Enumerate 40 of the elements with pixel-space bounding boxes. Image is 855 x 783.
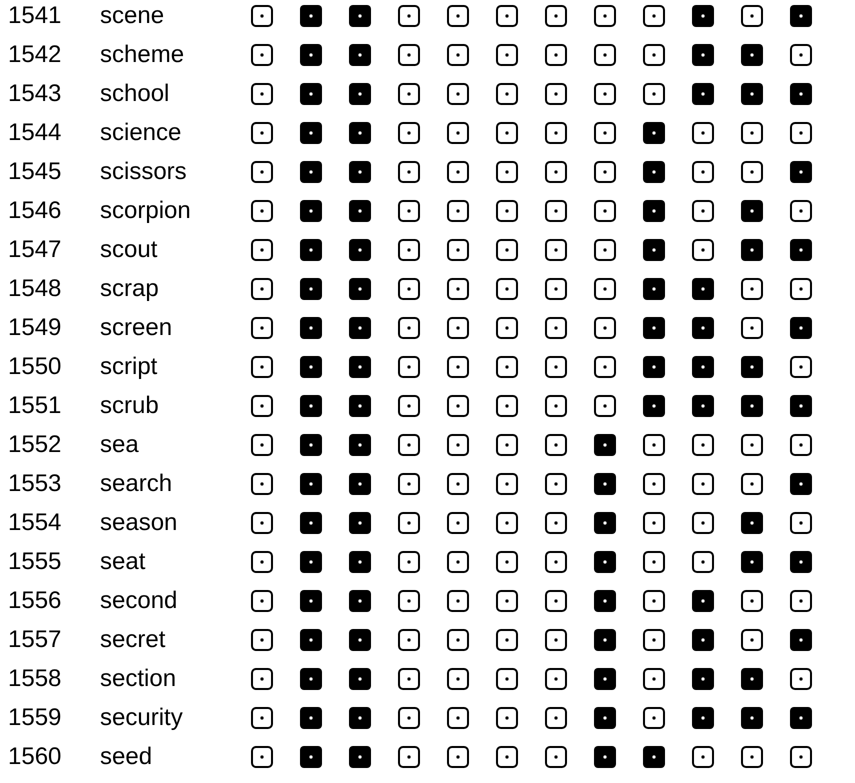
row-number: 1544 (8, 119, 62, 147)
word: sea (100, 431, 139, 459)
word: script (100, 353, 158, 381)
row-number: 1546 (8, 197, 62, 225)
word: section (100, 665, 176, 693)
word: school (100, 80, 170, 108)
row-number: 1541 (8, 2, 62, 30)
word: security (100, 704, 183, 732)
row-number: 1549 (8, 314, 62, 342)
row-number: 1548 (8, 275, 62, 303)
word: search (100, 470, 172, 498)
word: season (100, 509, 178, 537)
row-number: 1550 (8, 353, 62, 381)
word: scout (100, 236, 158, 264)
row-number: 1547 (8, 236, 62, 264)
word: secret (100, 626, 166, 654)
row-number: 1558 (8, 665, 62, 693)
word: scene (100, 2, 164, 30)
word: scissors (100, 158, 187, 186)
row-number: 1552 (8, 431, 62, 459)
row-number: 1555 (8, 548, 62, 576)
word: scrap (100, 275, 159, 303)
row-number: 1545 (8, 158, 62, 186)
word: scorpion (100, 197, 191, 225)
row-number: 1551 (8, 392, 62, 420)
word: second (100, 587, 178, 615)
row-number: 1560 (8, 743, 62, 771)
row-number: 1557 (8, 626, 62, 654)
row-number: 1559 (8, 704, 62, 732)
row-number: 1553 (8, 470, 62, 498)
row-number: 1554 (8, 509, 62, 537)
word: seat (100, 548, 146, 576)
word: seed (100, 743, 152, 771)
word: screen (100, 314, 172, 342)
word: scheme (100, 41, 184, 69)
row-number: 1542 (8, 41, 62, 69)
row-number: 1543 (8, 80, 62, 108)
word: scrub (100, 392, 159, 420)
word: science (100, 119, 182, 147)
row-number: 1556 (8, 587, 62, 615)
